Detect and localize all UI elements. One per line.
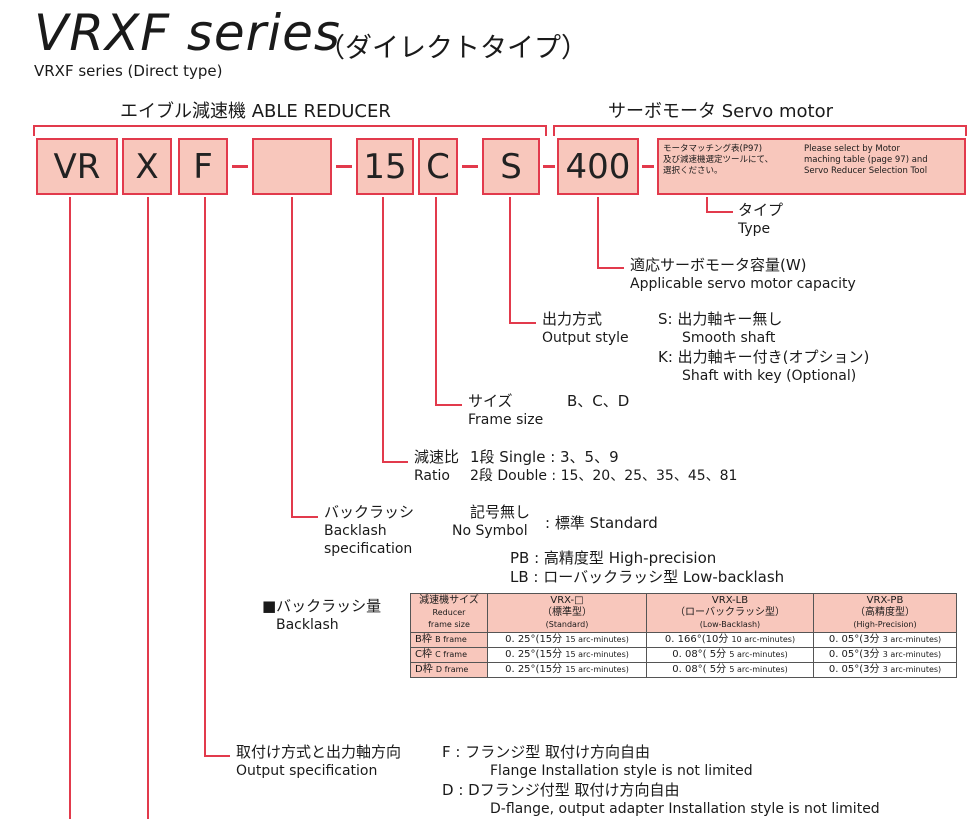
backlash-amount-jp: ■バックラッシ量 bbox=[262, 597, 382, 615]
table-cell: 0. 25°(15分 15 arc-minutes) bbox=[487, 647, 647, 663]
output-spec-label-jp: 取付け方式と出力軸方向 bbox=[236, 743, 402, 761]
output-s-en: Smooth shaft bbox=[682, 330, 776, 346]
table-row: D枠 D frame 0. 25°(15分 15 arc-minutes) 0.… bbox=[410, 662, 957, 678]
code-dash bbox=[543, 165, 555, 168]
output-spec-label-en: Output specification bbox=[236, 763, 378, 779]
table-cell-frame: B枠 B frame bbox=[410, 632, 488, 648]
backlash-label-jp: バックラッシ bbox=[324, 503, 415, 521]
backlash-lb: LB : ローバックラッシ型 Low-backlash bbox=[510, 568, 785, 586]
table-row: C枠 C frame 0. 25°(15分 15 arc-minutes) 0.… bbox=[410, 647, 957, 663]
output-k-jp: K: 出力軸キー付き(オプション) bbox=[658, 348, 870, 366]
size-label-jp: サイズ bbox=[468, 392, 513, 410]
note-en-line1: Please select by Motor bbox=[804, 144, 900, 154]
note-en-line3: Servo Reducer Selection Tool bbox=[804, 166, 928, 176]
code-box-x: X bbox=[122, 138, 172, 195]
ratio-label-en: Ratio bbox=[414, 468, 450, 484]
backlash-nosymbol-jp: 記号無し bbox=[470, 503, 531, 521]
backlash-pb: PB : 高精度型 High-precision bbox=[510, 549, 717, 567]
code-dash bbox=[462, 165, 478, 168]
ratio-double: 2段 Double : 15、20、25、35、45、81 bbox=[470, 468, 738, 484]
page-subtitle: VRXF series (Direct type) bbox=[34, 62, 223, 80]
table-cell: 0. 08°( 5分 5 arc-minutes) bbox=[646, 662, 814, 678]
code-capacity: 400 bbox=[565, 146, 631, 187]
type-label-en: Type bbox=[738, 221, 771, 237]
size-values: B、C、D bbox=[567, 392, 630, 410]
code-box-ratio: 15 bbox=[356, 138, 414, 195]
code-size: C bbox=[426, 146, 450, 187]
page-title: VRXF series bbox=[34, 4, 341, 62]
capacity-label-jp: 適応サーボモータ容量(W) bbox=[630, 256, 807, 274]
code-dash bbox=[232, 165, 248, 168]
ratio-label-jp: 減速比 bbox=[414, 448, 460, 466]
table-header-standard: VRX-□ （標準型） (Standard) bbox=[487, 593, 647, 633]
group-label-servo: サーボモータ Servo motor bbox=[608, 101, 834, 122]
code-ratio: 15 bbox=[363, 146, 407, 187]
note-jp-line3: 選択ください。 bbox=[663, 166, 723, 176]
output-spec-f-en: Flange Installation style is not limited bbox=[490, 763, 753, 779]
table-cell: 0. 25°(15分 15 arc-minutes) bbox=[487, 632, 647, 648]
table-cell: 0. 05°(3分 3 arc-minutes) bbox=[813, 647, 957, 663]
output-style-label-jp: 出力方式 bbox=[542, 310, 603, 328]
table-cell: 0. 25°(15分 15 arc-minutes) bbox=[487, 662, 647, 678]
backlash-label-en1: Backlash bbox=[324, 523, 387, 539]
output-style-label-en: Output style bbox=[542, 330, 629, 346]
code-box-backlash bbox=[252, 138, 332, 195]
code-box-output: S bbox=[482, 138, 540, 195]
code-box-f: F bbox=[178, 138, 228, 195]
table-cell-frame: D枠 D frame bbox=[410, 662, 488, 678]
backlash-label-en2: specification bbox=[324, 541, 413, 557]
output-spec-d: D : Dフランジ付型 取付け方向自由 bbox=[442, 781, 680, 799]
table-header-frame: 減速機サイズ Reducer frame size bbox=[410, 593, 488, 633]
table-row: B枠 B frame 0. 25°(15分 15 arc-minutes) 0.… bbox=[410, 632, 957, 648]
backlash-amount-en: Backlash bbox=[276, 617, 339, 633]
backlash-nosymbol-en: No Symbol bbox=[452, 523, 528, 539]
note-jp-line1: モータマッチング表(P97) bbox=[663, 144, 763, 154]
table-cell: 0. 166°(10分 10 arc-minutes) bbox=[646, 632, 814, 648]
page-title-jp: （ダイレクトタイプ） bbox=[318, 33, 588, 64]
motor-type-note-box: モータマッチング表(P97) 及び減速機選定ツールにて、 選択ください。 Ple… bbox=[657, 138, 966, 195]
table-header-row: 減速機サイズ Reducer frame size VRX-□ （標準型） (S… bbox=[410, 593, 957, 633]
code-output: S bbox=[500, 146, 522, 187]
code-vr: VR bbox=[53, 146, 101, 187]
code-box-capacity: 400 bbox=[557, 138, 639, 195]
ratio-single: 1段 Single : 3、5、9 bbox=[470, 448, 619, 466]
group-label-reducer: エイブル減速機 ABLE REDUCER bbox=[120, 101, 391, 122]
code-box-size: C bbox=[418, 138, 458, 195]
output-k-en: Shaft with key (Optional) bbox=[682, 368, 857, 384]
code-dash bbox=[336, 165, 352, 168]
output-s-jp: S: 出力軸キー無し bbox=[658, 310, 783, 328]
table-header-highprecision: VRX-PB （高精度型） (High-Precision) bbox=[813, 593, 957, 633]
table-cell: 0. 05°(3分 3 arc-minutes) bbox=[813, 662, 957, 678]
size-label-en: Frame size bbox=[468, 412, 544, 428]
note-jp-line2: 及び減速機選定ツールにて、 bbox=[663, 155, 774, 165]
table-cell-frame: C枠 C frame bbox=[410, 647, 488, 663]
backlash-standard: : 標準 Standard bbox=[545, 514, 658, 532]
code-dash bbox=[642, 165, 654, 168]
capacity-label-en: Applicable servo motor capacity bbox=[630, 276, 856, 292]
code-f: F bbox=[193, 146, 213, 187]
output-spec-f: F : フランジ型 取付け方向自由 bbox=[442, 743, 650, 761]
table-cell: 0. 08°( 5分 5 arc-minutes) bbox=[646, 647, 814, 663]
note-en-line2: maching table (page 97) and bbox=[804, 155, 928, 165]
table-cell: 0. 05°(3分 3 arc-minutes) bbox=[813, 632, 957, 648]
code-box-vr: VR bbox=[36, 138, 118, 195]
code-x: X bbox=[135, 146, 159, 187]
table-header-lowbacklash: VRX-LB （ローバックラッシ型） (Low-Backlash) bbox=[646, 593, 814, 633]
output-spec-d-en: D-flange, output adapter Installation st… bbox=[490, 801, 880, 817]
type-label-jp: タイプ bbox=[738, 201, 784, 219]
backlash-table: 減速機サイズ Reducer frame size VRX-□ （標準型） (S… bbox=[410, 593, 957, 678]
